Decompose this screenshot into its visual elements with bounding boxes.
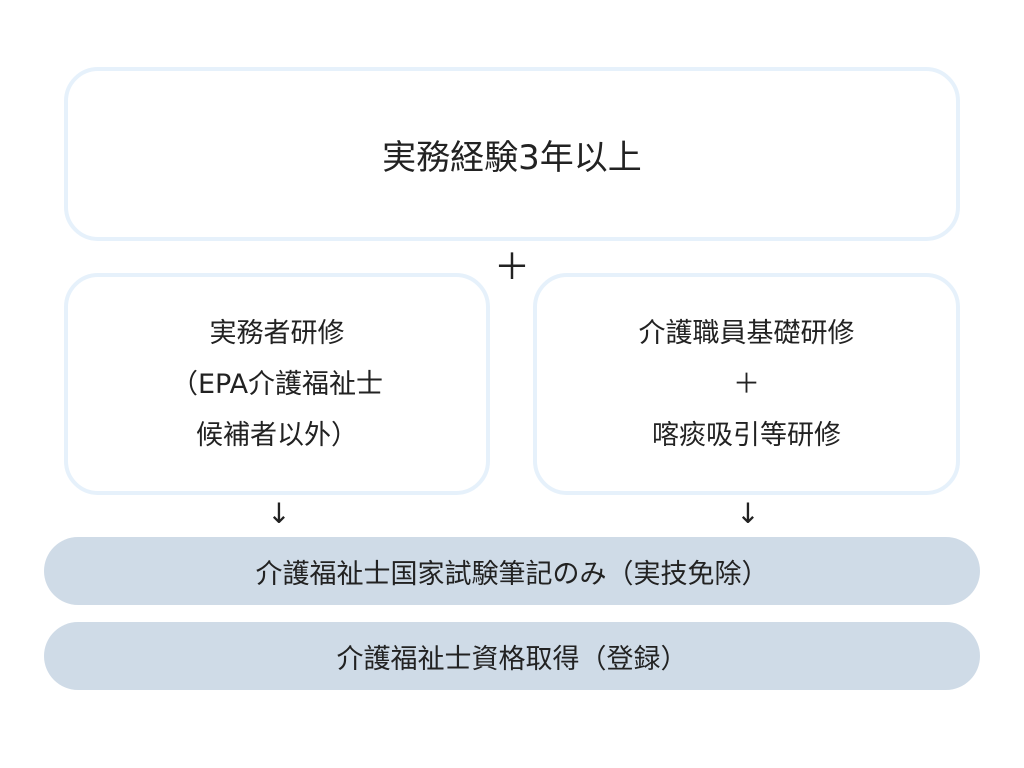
practitioner-training-line-3: 候補者以外） — [196, 419, 358, 451]
exam-step: 介護福祉士国家試験筆記のみ（実技免除） — [44, 537, 980, 605]
down-arrow-icon: ↓ — [267, 497, 291, 530]
plus-connector: ＋ — [493, 247, 530, 288]
basic-training-line-1: 介護職員基礎研修 — [638, 317, 855, 349]
exam-step-label: 介護福祉士国家試験筆記のみ（実技免除） — [255, 558, 769, 590]
practitioner-training-box: 実務者研修 （EPA介護福祉士 候補者以外） — [64, 273, 490, 495]
basic-training-line-3: 喀痰吸引等研修 — [652, 419, 841, 451]
qualification-step: 介護福祉士資格取得（登録） — [44, 622, 980, 690]
qualification-step-label: 介護福祉士資格取得（登録） — [336, 643, 688, 675]
down-arrow-icon: ↓ — [736, 497, 760, 530]
basic-training-plus: ＋ — [733, 368, 760, 400]
work-experience-label: 実務経験3年以上 — [382, 137, 642, 178]
practitioner-training-line-2: （EPA介護福祉士 — [170, 368, 384, 400]
practitioner-training-line-1: 実務者研修 — [209, 317, 345, 349]
work-experience-box: 実務経験3年以上 — [64, 67, 960, 241]
basic-training-box: 介護職員基礎研修 ＋ 喀痰吸引等研修 — [533, 273, 960, 495]
